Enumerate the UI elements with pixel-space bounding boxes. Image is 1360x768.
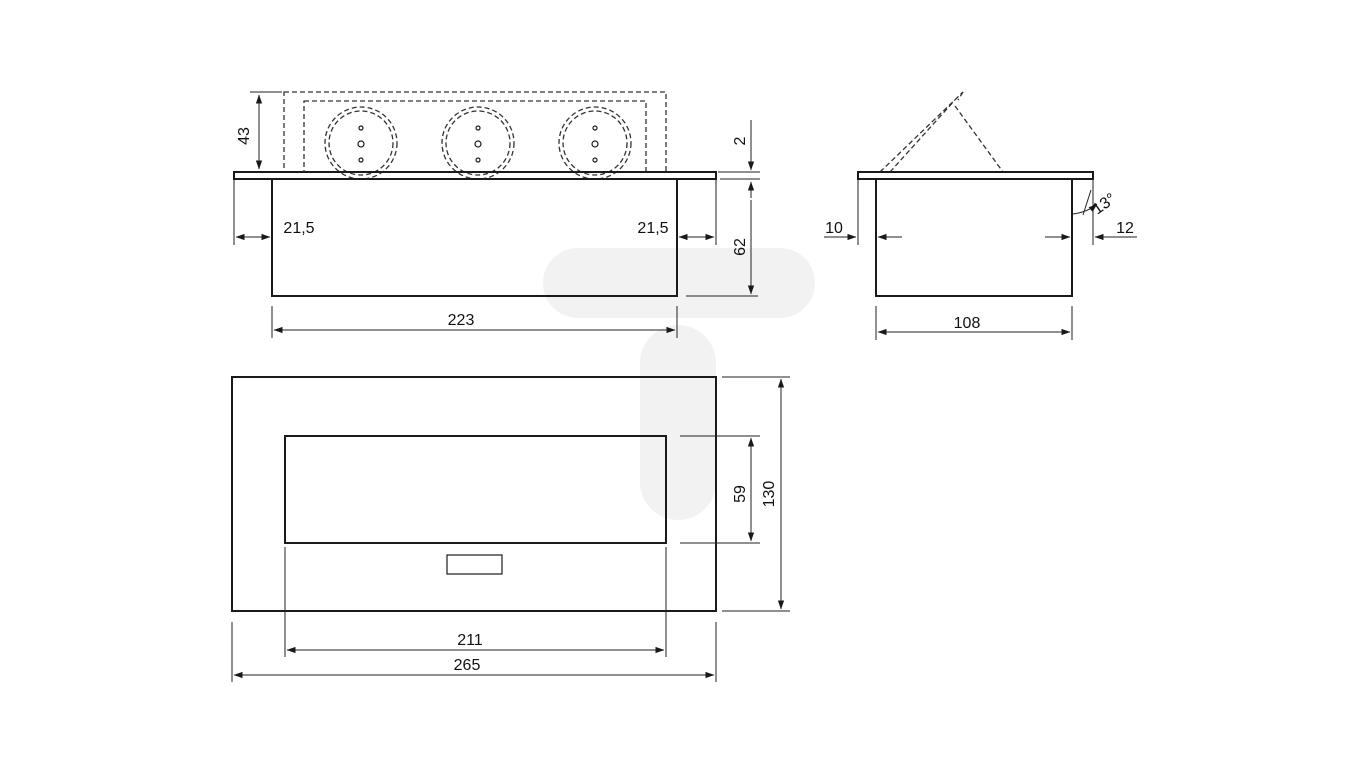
front-view: 43 2 62 21,5 21,5 223 (233, 91, 760, 338)
side-body (875, 178, 1073, 297)
dim-lid-thickness: 2 (732, 136, 749, 145)
socket-3 (558, 106, 632, 180)
lid-flange (233, 171, 717, 180)
dim-opening-height: 59 (732, 485, 749, 503)
dim-body-depth: 62 (732, 238, 749, 256)
top-latch (446, 554, 503, 575)
dim-pop-height: 43 (236, 127, 253, 145)
dim-side-width: 108 (954, 315, 981, 332)
popup-outline-outer (283, 91, 667, 173)
top-view: 59 130 211 265 (231, 376, 790, 682)
dim-left-offset: 21,5 (283, 220, 314, 237)
socket-1 (324, 106, 398, 180)
dim-outer-width: 265 (454, 657, 481, 674)
side-lid-flange (857, 171, 1094, 180)
watermark (543, 248, 815, 520)
top-outer-frame (231, 376, 717, 612)
dim-side-right-offset: 12 (1116, 220, 1134, 237)
dim-opening-width: 211 (457, 632, 483, 649)
socket-2 (441, 106, 515, 180)
dim-tilt-angle: 13° (1090, 190, 1120, 218)
dim-outer-height: 130 (761, 481, 778, 508)
side-view: 10 12 13° 108 (824, 91, 1137, 340)
box-body (271, 178, 678, 297)
dim-side-left-offset: 10 (825, 220, 843, 237)
dim-body-width: 223 (448, 312, 475, 329)
dim-right-offset: 21,5 (637, 220, 668, 237)
top-opening (284, 435, 667, 544)
